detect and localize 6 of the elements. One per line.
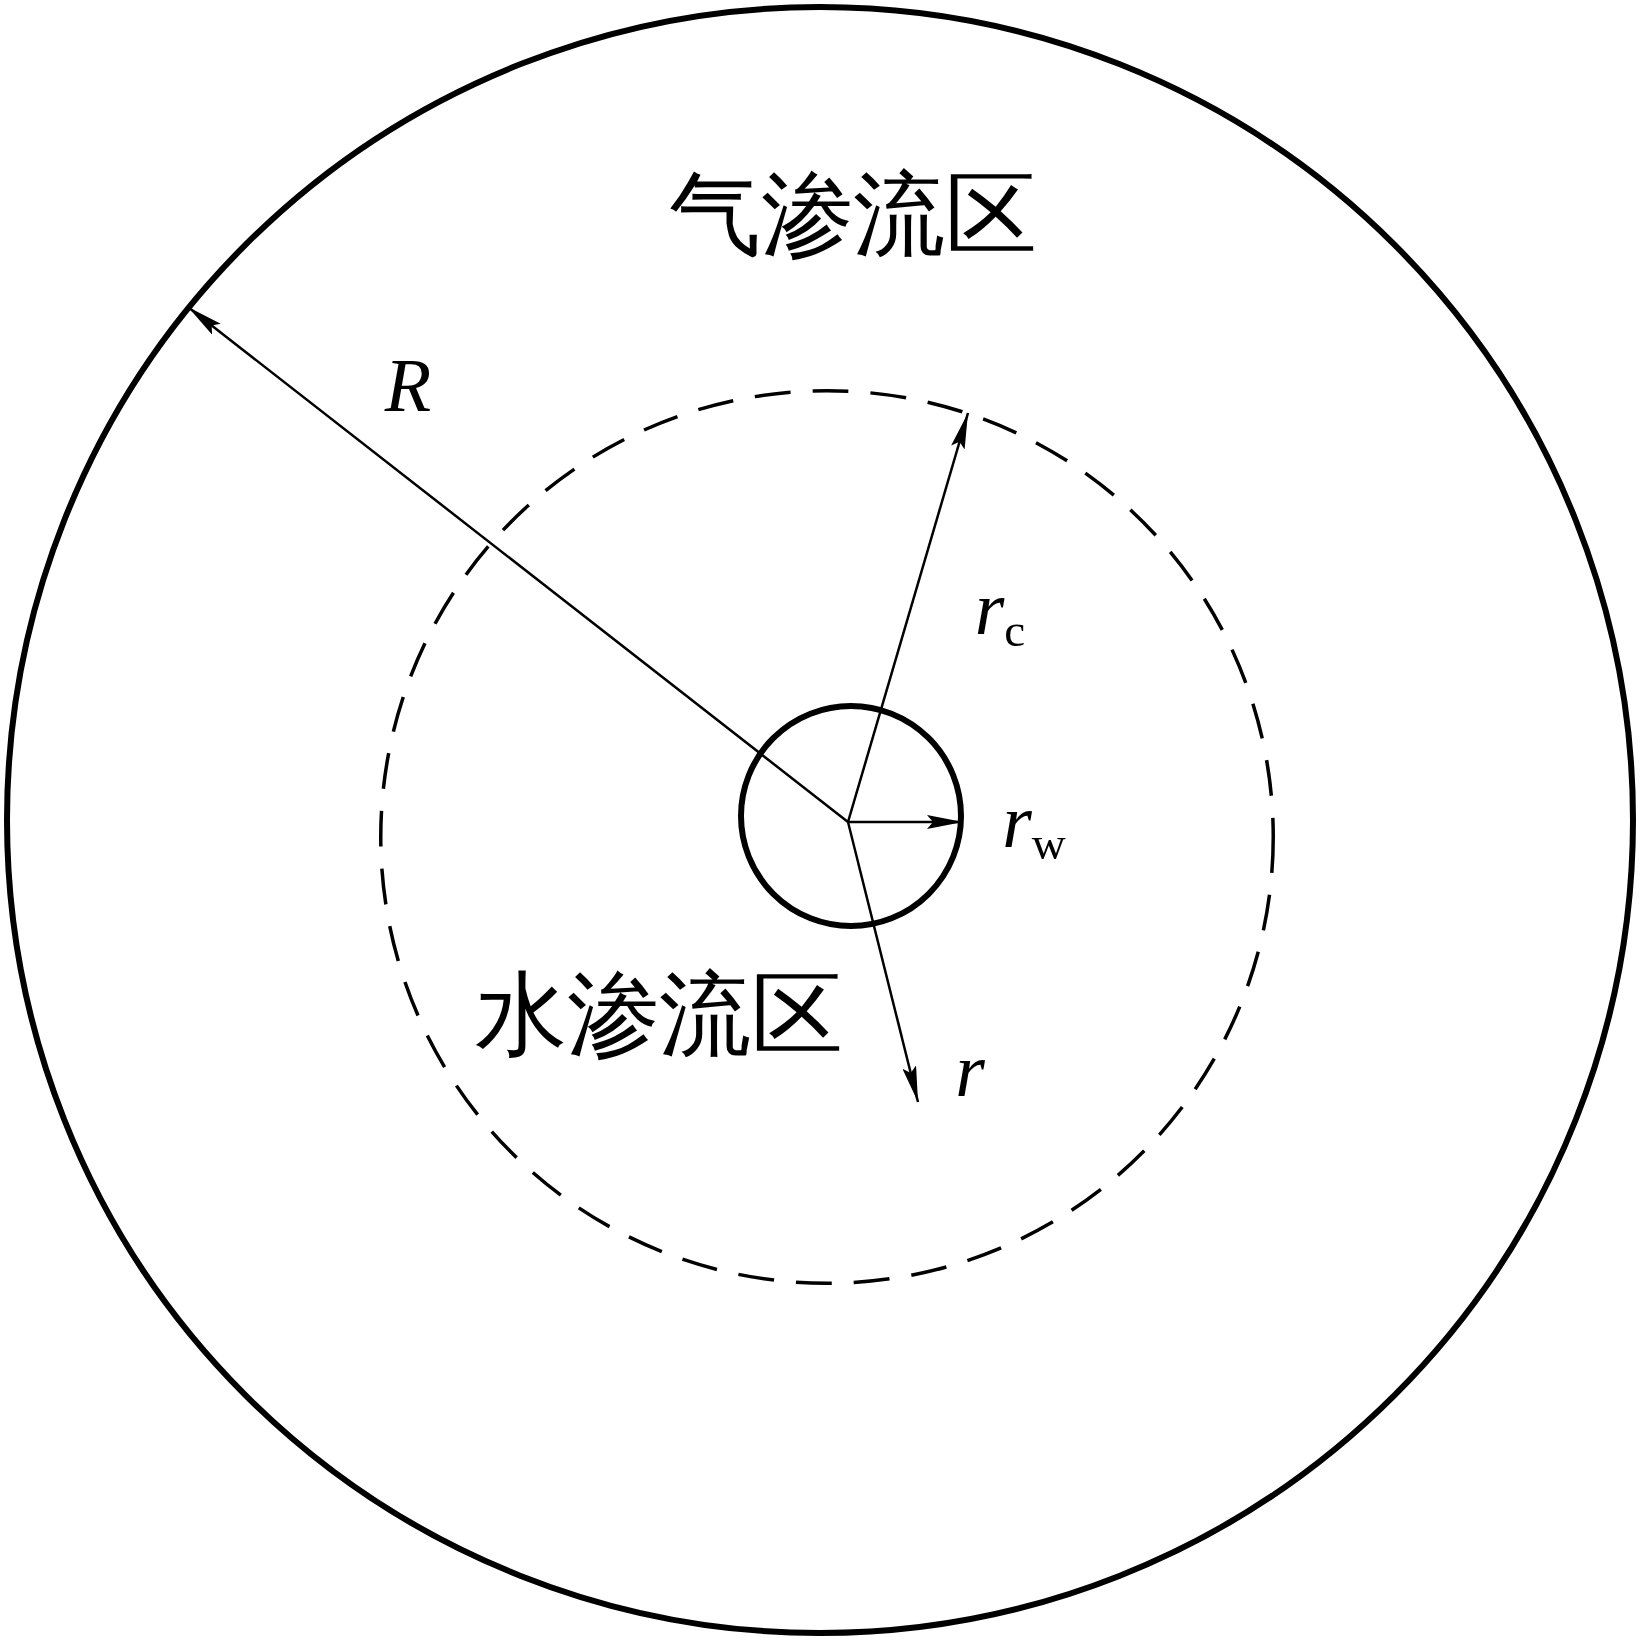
radius-label: r <box>955 1032 985 1108</box>
zone-label: 水渗流区 <box>475 969 843 1061</box>
radius-label: r$_{c}$ <box>974 570 1026 654</box>
radius-label: r$_{w}$ <box>1002 783 1066 867</box>
radius-label: R <box>384 347 432 423</box>
zone-label: 气渗流区 <box>669 169 1037 261</box>
